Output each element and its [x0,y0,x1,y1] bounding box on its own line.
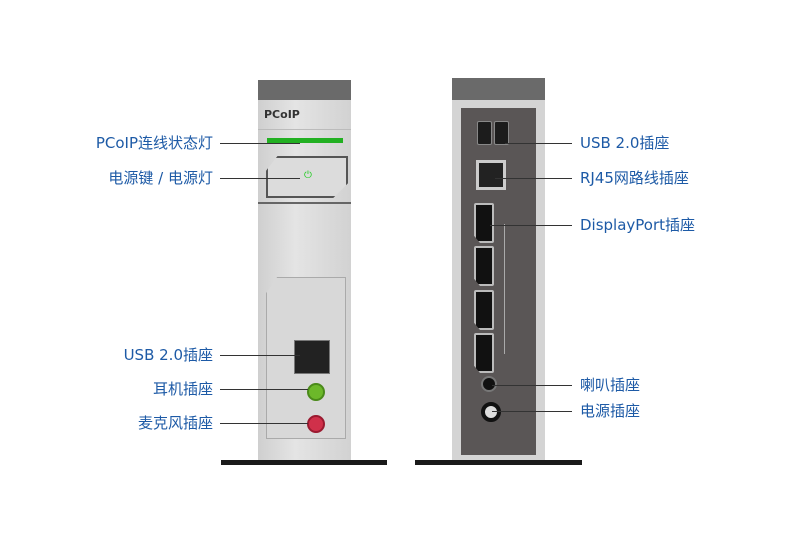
label-microphone: 麦克风插座 [137,414,213,432]
power-button[interactable]: ⏻ [266,156,348,198]
label-back-usb: USB 2.0插座 [580,134,670,152]
front-top-cap [258,80,351,100]
power-jack[interactable] [481,402,501,422]
back-stand [415,460,582,465]
microphone-jack[interactable] [307,415,325,433]
usb-port-front[interactable] [294,340,330,374]
label-speaker: 喇叭插座 [580,376,641,394]
label-displayport: DisplayPort插座 [580,216,696,234]
pcoip-status-led [267,138,343,143]
headphone-jack[interactable] [307,383,325,401]
rj45-port[interactable] [476,160,506,190]
label-power-jack: 电源插座 [580,402,641,420]
back-device [452,78,545,460]
front-stand [221,460,387,465]
label-pcoip-led: PCoIP连线状态灯 [95,134,213,152]
front-device: PCoIP ⏻ [258,80,351,460]
usb-port-back-2[interactable] [494,121,509,145]
displayport-1[interactable] [474,203,494,243]
pcoip-logo: PCoIP [264,108,300,121]
power-icon: ⏻ [304,170,312,181]
usb-port-back-1[interactable] [477,121,492,145]
label-headphone: 耳机插座 [152,380,213,398]
displayport-2[interactable] [474,246,494,286]
label-front-usb: USB 2.0插座 [123,346,213,364]
speaker-jack[interactable] [481,376,497,392]
label-power-button: 电源键 / 电源灯 [108,169,213,187]
displayport-3[interactable] [474,290,494,330]
displayport-4[interactable] [474,333,494,373]
label-rj45: RJ45网路线插座 [580,169,689,187]
